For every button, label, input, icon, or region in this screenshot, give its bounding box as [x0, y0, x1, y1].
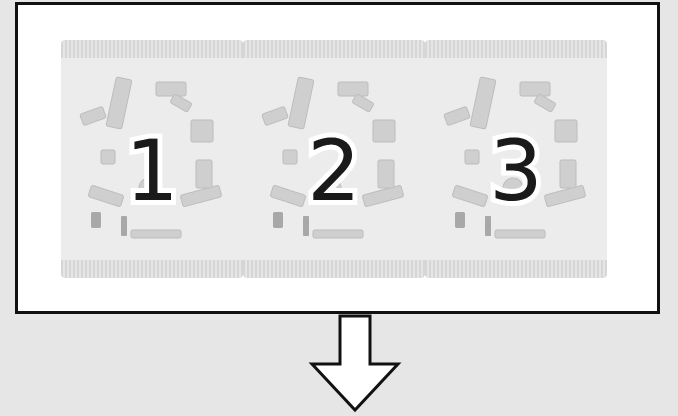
arrow-down-icon — [308, 314, 402, 413]
parts-bag-icon — [79, 76, 222, 239]
parts-bag-icon — [443, 76, 586, 239]
parts-bag-1: 1 1 — [61, 40, 243, 278]
bag-bottom-seal — [61, 260, 243, 278]
bag-top-seal — [425, 40, 607, 58]
bag-number-outline: 2 — [302, 121, 365, 221]
bag-number-outline: 3 — [484, 121, 547, 221]
bag-number: 2 — [307, 122, 361, 220]
bag-number: 3 — [489, 122, 543, 220]
bag-number-outline: 1 — [120, 121, 183, 221]
bag-bottom-seal — [243, 260, 425, 278]
parts-bag-3: 3 3 — [425, 40, 607, 278]
bag-top-seal — [61, 40, 243, 58]
parts-bag-2: 2 2 — [243, 40, 425, 278]
parts-bag-icon — [261, 76, 404, 239]
bag-top-seal — [243, 40, 425, 58]
bag-number: 1 — [125, 122, 179, 220]
bag-bottom-seal — [425, 260, 607, 278]
